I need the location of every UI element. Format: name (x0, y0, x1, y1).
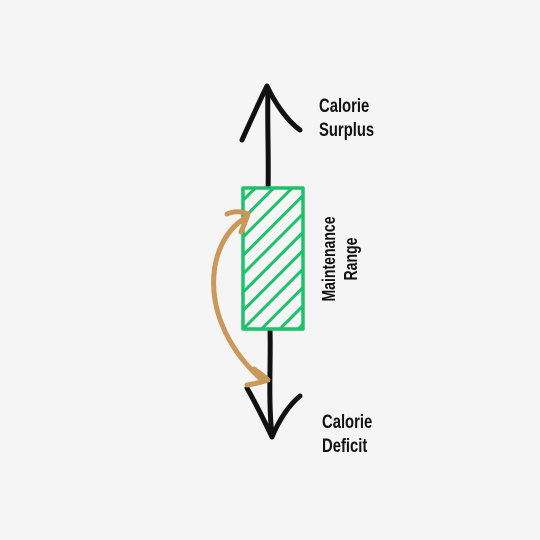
calorie-deficit-label-line1: Calorie (322, 412, 373, 433)
calorie-deficit-label-line2: Deficit (322, 436, 368, 457)
arrow-up-icon (239, 83, 303, 143)
arrow-shaft-top (265, 85, 271, 193)
maintenance-range-box (241, 186, 305, 331)
calorie-surplus-label-line2: Surplus (319, 120, 375, 141)
arrow-shaft-bottom (267, 327, 275, 439)
calorie-deficit-label: Calorie Deficit (322, 411, 372, 459)
double-headed-curved-arrow-icon (211, 209, 271, 388)
calorie-surplus-label: Calorie Surplus (319, 95, 374, 143)
maintenance-range-label-line2: Range (341, 237, 361, 281)
maintenance-range-label: Maintenance Range (318, 204, 362, 313)
maintenance-range-label-line1: Maintenance (319, 216, 339, 302)
calorie-surplus-label-line1: Calorie (319, 96, 370, 117)
arrow-down-icon (244, 385, 303, 440)
